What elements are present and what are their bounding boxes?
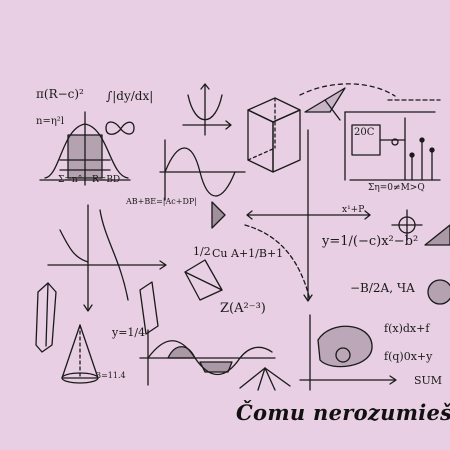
formula-cu: Cu A+1/B+1 bbox=[212, 247, 283, 260]
formula-integral: ∫|dy/dx| bbox=[106, 89, 153, 103]
formula-r-bd: R=BD bbox=[92, 175, 120, 185]
formula-ab-be: AB+BE=|Ac+DP| bbox=[125, 197, 197, 206]
dashed-arc bbox=[299, 83, 396, 97]
triangle-diagram bbox=[304, 87, 346, 121]
formula-y-small: y=1/4 bbox=[111, 326, 145, 339]
cube-drawing bbox=[247, 97, 301, 173]
tilted-square bbox=[184, 259, 223, 301]
formula-three: 3=11.4 bbox=[96, 371, 126, 380]
small-hatched-triangle bbox=[211, 201, 226, 229]
parallelogram bbox=[139, 281, 159, 335]
region-diagram bbox=[299, 314, 397, 391]
circuit-diagram bbox=[344, 99, 441, 181]
formula-x-plus: x¹+P bbox=[342, 205, 364, 215]
caption-text: Čomu nerozumieš? bbox=[236, 400, 450, 425]
formula-half: 1/2 bbox=[193, 245, 211, 258]
formula-sigma-row: Ση=0≠M>Q bbox=[368, 183, 425, 193]
bell-curve-diagram bbox=[39, 111, 131, 186]
fan-diagram bbox=[239, 367, 291, 391]
cone-drawing bbox=[61, 324, 99, 384]
formula-z: Z(A²⁻³) bbox=[220, 301, 266, 316]
parabola-axes bbox=[182, 83, 232, 136]
formula-sigma: Σ=n° bbox=[58, 175, 82, 185]
formula-20c: 20C bbox=[354, 127, 375, 138]
formula-pi: π(R−c)² bbox=[36, 87, 84, 101]
formula-fx1: f(x)dx+f bbox=[384, 322, 430, 335]
target-diagram bbox=[391, 209, 450, 305]
formula-b-2a: −B/2A, ЧA bbox=[350, 281, 415, 295]
formula-sum: SUM bbox=[414, 374, 442, 387]
formula-y: y=1/(−c)x²−b² bbox=[321, 234, 418, 249]
formula-fx2: f(q)0x+y bbox=[384, 350, 433, 363]
bottom-wave bbox=[139, 329, 276, 386]
sine-wave bbox=[159, 139, 246, 201]
formula-n: n=η²l bbox=[36, 116, 64, 127]
prism-left bbox=[35, 282, 57, 353]
central-axes bbox=[244, 129, 371, 302]
left-axes bbox=[47, 204, 167, 312]
infinity-symbol bbox=[105, 121, 135, 135]
